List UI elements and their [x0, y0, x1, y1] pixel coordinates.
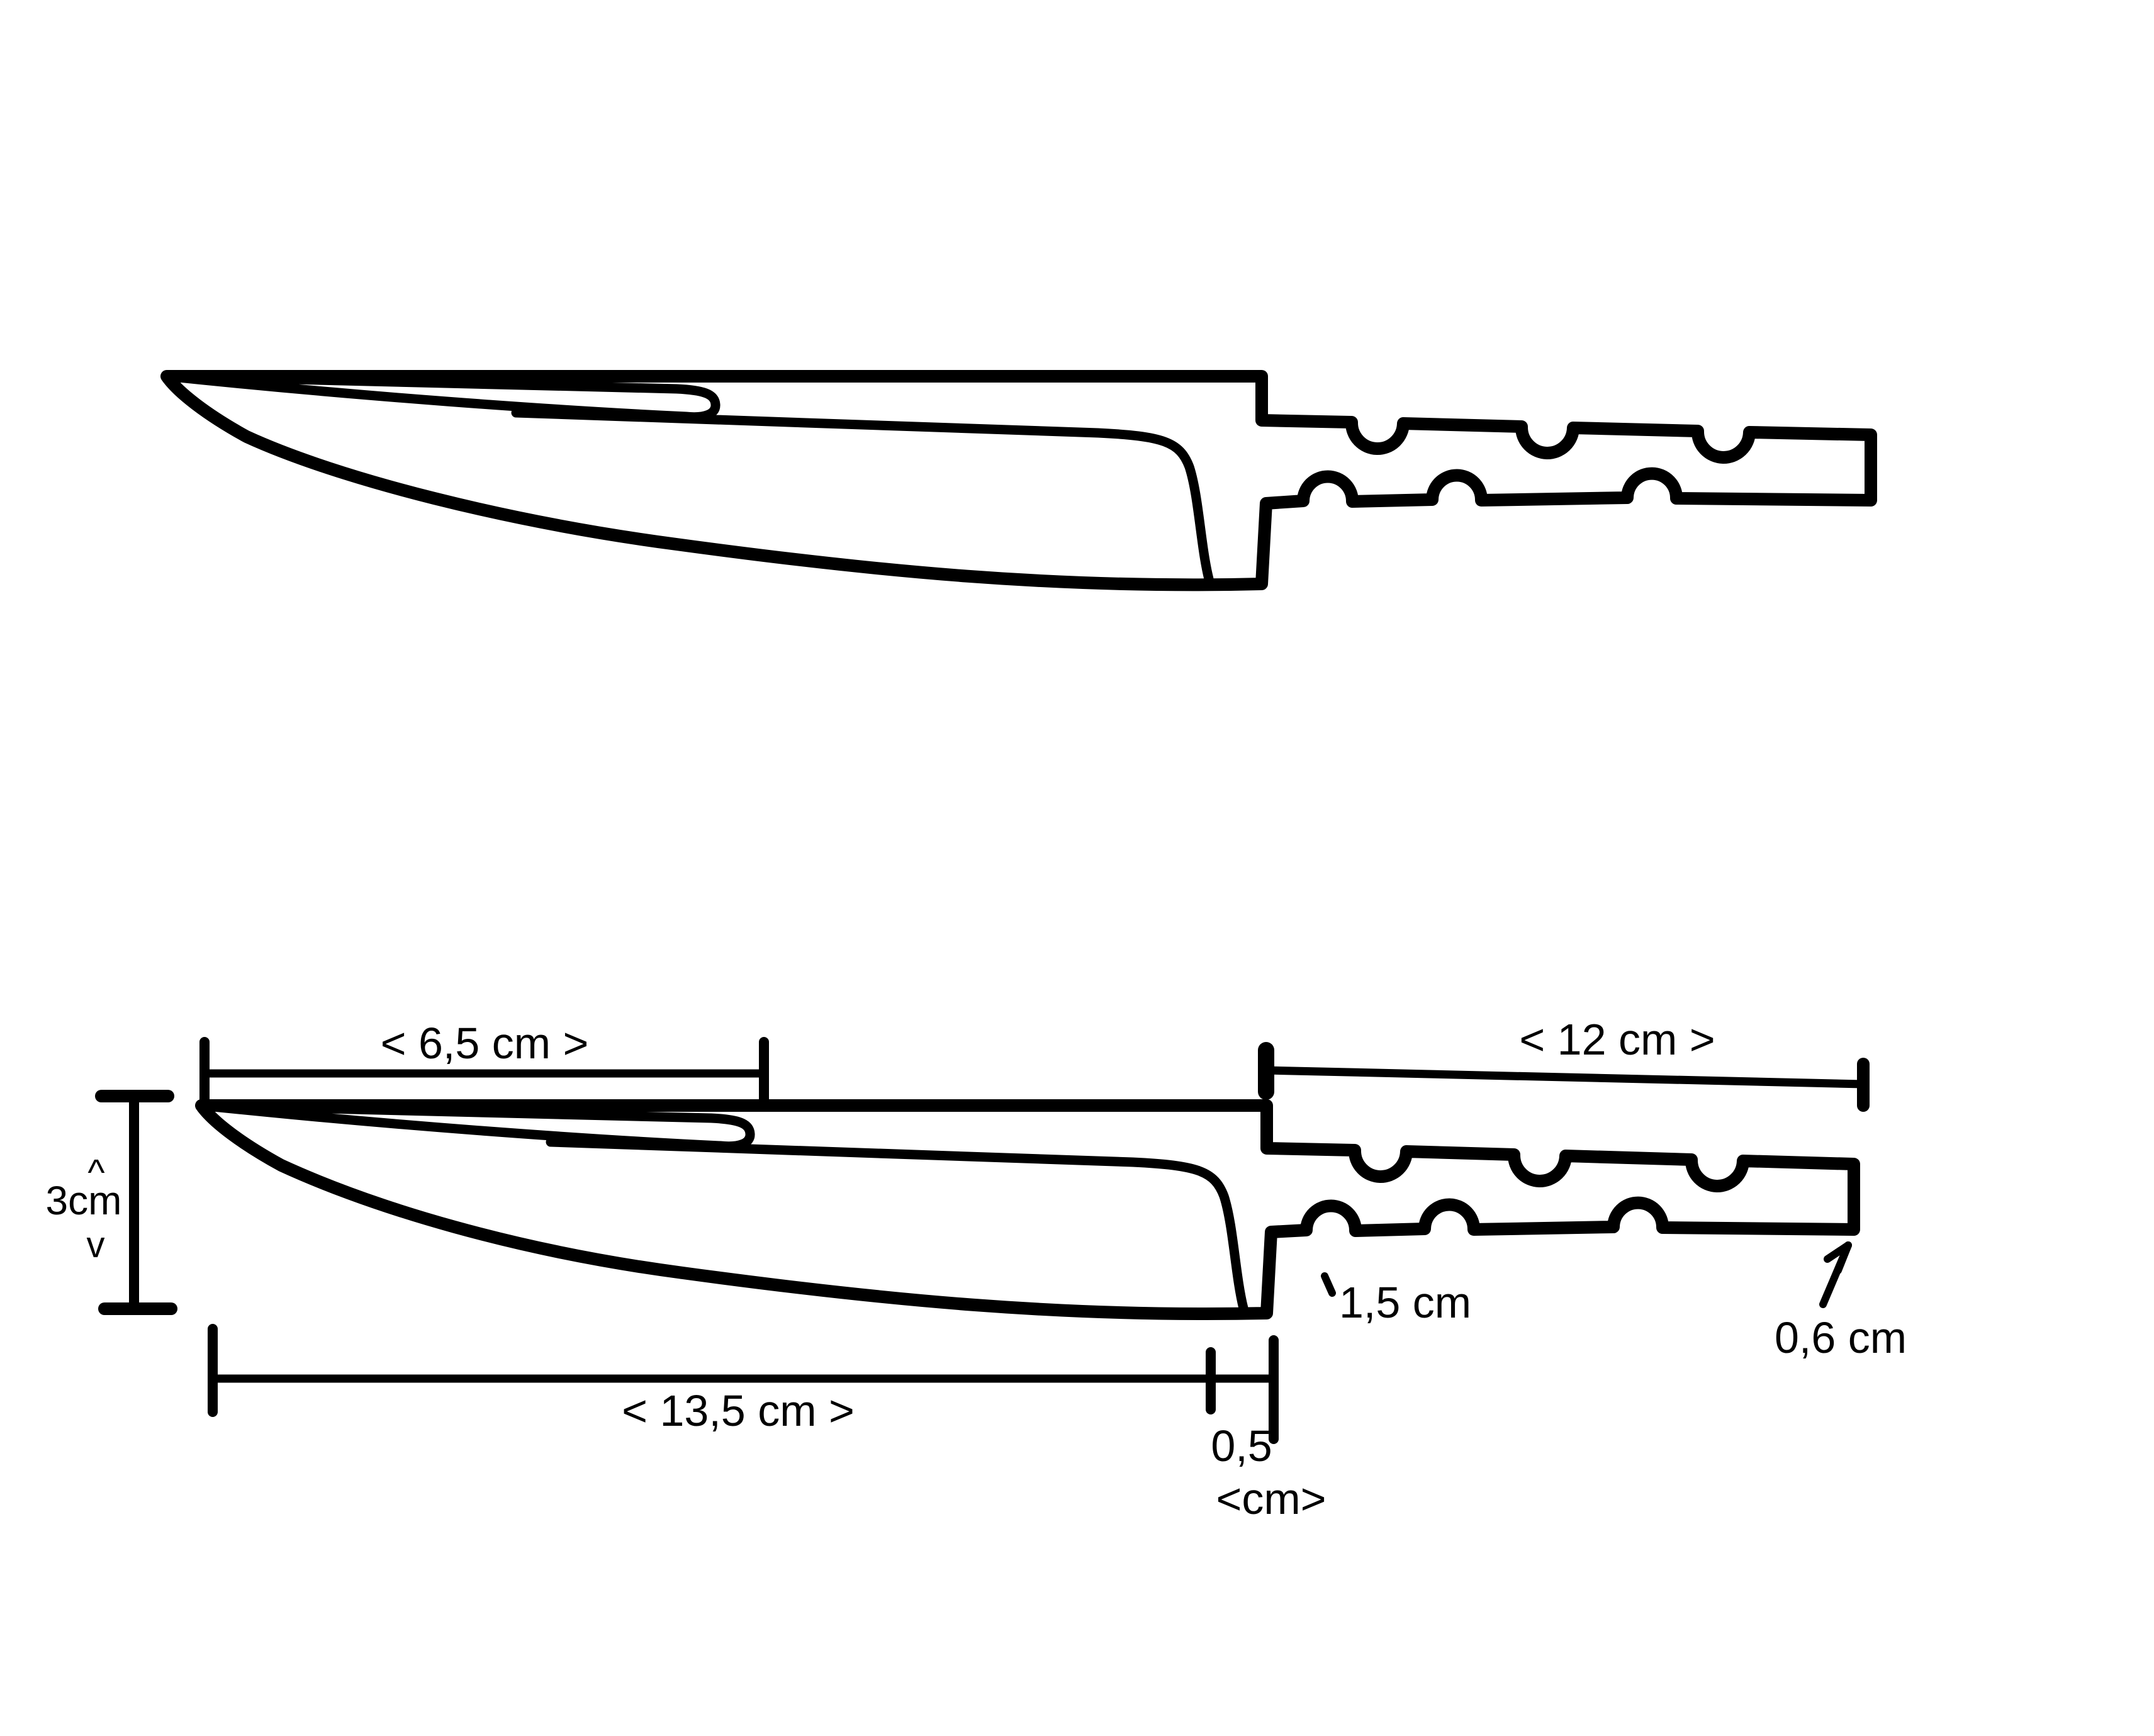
knife-plain-outline — [160, 370, 1877, 591]
annotation-tang-front-height: 1,5 cm — [1321, 1272, 1471, 1327]
tang-front-leader-tick — [1321, 1272, 1336, 1297]
tang-front-height-label: 1,5 cm — [1339, 1278, 1471, 1327]
dim-ricasso-unit: <cm> — [1216, 1474, 1326, 1523]
knife-dimensioned-view — [195, 1099, 1860, 1321]
dim-clip-label: < 6,5 cm > — [381, 1019, 589, 1068]
dim-tang-line — [1262, 1066, 1868, 1089]
knife-dim-grind-line — [546, 1137, 1248, 1313]
dimension-clip-length: < 6,5 cm > — [199, 1019, 769, 1110]
knife-dim-outline — [195, 1099, 1860, 1321]
dim-height-label: 3cm — [46, 1178, 122, 1223]
tang-end-arrow-barb-right — [1834, 1241, 1852, 1274]
dimension-blade-length: < 13,5 cm > 0,5 <cm> — [208, 1324, 1327, 1523]
dim-height-caret-down: v — [87, 1224, 105, 1265]
knife-plain-swedge-line — [162, 371, 721, 422]
dim-blade-label: < 13,5 cm > — [622, 1386, 855, 1435]
knife-plain-grind-line — [511, 408, 1214, 584]
knife-dim-swedge-line — [196, 1100, 755, 1151]
dimension-tang-length: < 12 cm > — [1258, 1015, 1870, 1112]
dimension-blade-height: ^ 3cm v — [46, 1090, 177, 1315]
dim-tang-label: < 12 cm > — [1519, 1015, 1715, 1064]
knife-plain-view — [160, 370, 1877, 591]
dim-ricasso-value: 0,5 — [1211, 1421, 1272, 1470]
tang-end-height-label: 0,6 cm — [1775, 1313, 1907, 1362]
annotation-tang-end-height: 0,6 cm — [1775, 1241, 1907, 1362]
dim-height-caret-up: ^ — [87, 1152, 104, 1193]
